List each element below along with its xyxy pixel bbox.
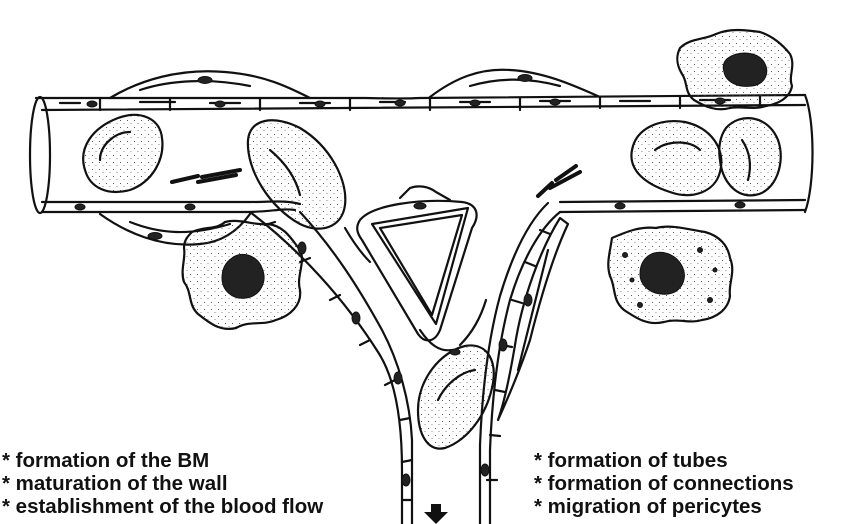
nucleus <box>735 202 745 208</box>
nucleus <box>481 464 489 476</box>
vessel-left-opening <box>30 97 50 213</box>
nucleus <box>470 100 480 106</box>
nucleus <box>185 204 195 210</box>
right-note: * formation of tubes <box>534 449 794 472</box>
red-blood-cell-1 <box>83 115 162 192</box>
nucleus <box>298 242 306 254</box>
pericyte-top-right <box>430 70 600 97</box>
red-blood-cell-5 <box>418 345 494 448</box>
nucleus <box>395 100 405 106</box>
nucleus <box>402 474 410 486</box>
nucleus <box>315 101 325 107</box>
pericyte-top-left <box>110 71 310 98</box>
nucleus <box>499 339 507 351</box>
nucleus <box>198 77 212 84</box>
left-note: * maturation of the wall <box>2 472 323 495</box>
nucleus <box>615 203 625 209</box>
vessel-bottom-right-inner-wall <box>560 200 805 202</box>
nucleus <box>518 75 532 82</box>
nucleus <box>87 101 97 107</box>
red-blood-cell-3 <box>631 121 721 195</box>
nucleus <box>550 99 560 105</box>
pericyte-migrating <box>498 218 568 420</box>
flow-dash-left-1 <box>172 176 198 182</box>
nucleus <box>414 203 426 209</box>
vessel-top-inner-wall <box>42 105 805 110</box>
nucleus <box>524 294 532 306</box>
right-notes-list: * formation of tubes * formation of conn… <box>534 449 794 518</box>
triangle-lumen-middle <box>372 208 468 324</box>
nucleus <box>715 98 725 104</box>
nucleus <box>148 233 162 240</box>
nucleus <box>352 312 360 324</box>
left-notes-list: * formation of the BM * maturation of th… <box>2 449 323 518</box>
vessel-right-end <box>805 95 813 212</box>
nucleus <box>75 204 85 210</box>
nucleus <box>450 349 460 355</box>
left-note: * formation of the BM <box>2 449 323 472</box>
nucleus <box>394 372 402 384</box>
down-arrow-icon <box>424 504 448 524</box>
vessel-bottom-right-wall <box>560 210 805 212</box>
nucleus <box>215 101 225 107</box>
macrophage-nucleus <box>222 254 264 298</box>
right-note: * formation of connections <box>534 472 794 495</box>
macrophage-nucleus <box>723 53 766 86</box>
left-note: * establishment of the blood flow <box>2 495 323 518</box>
right-note: * migration of pericytes <box>534 495 794 518</box>
